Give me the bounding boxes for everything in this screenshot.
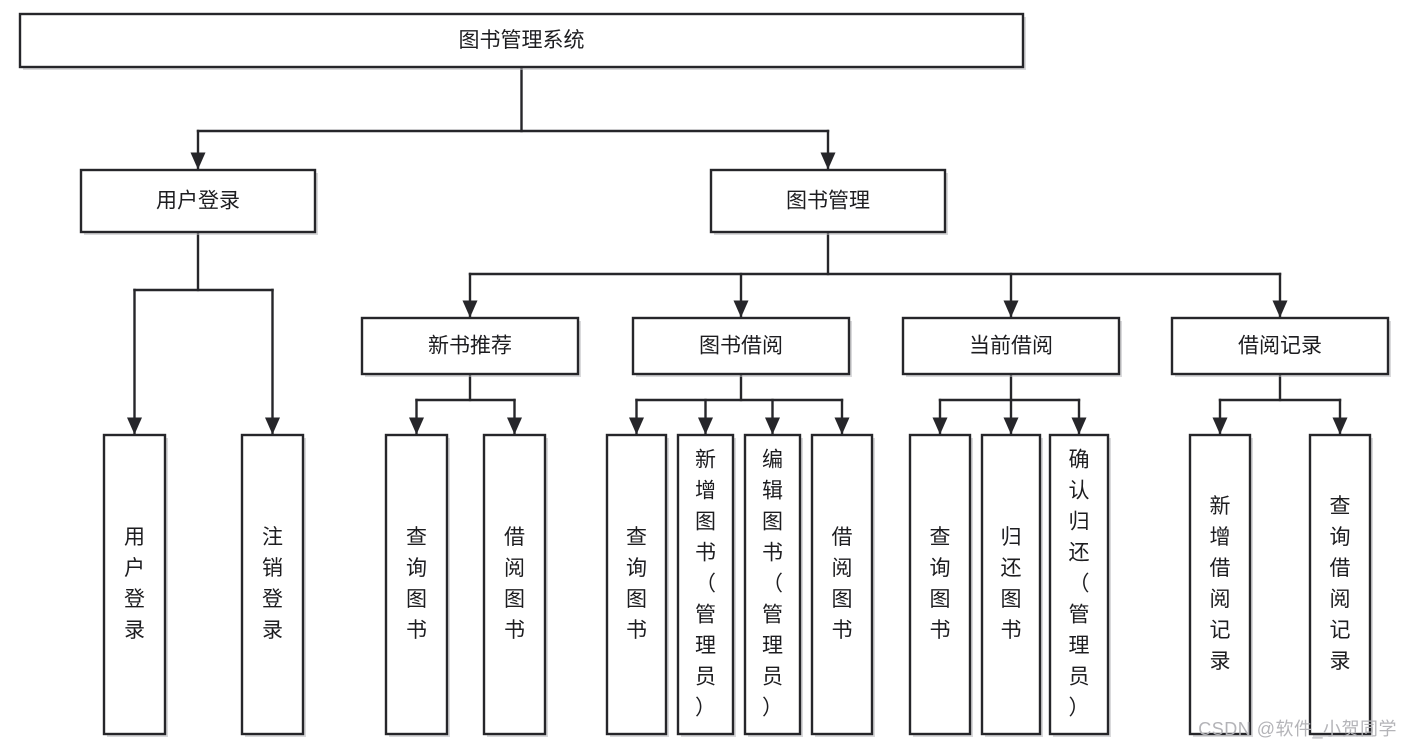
- node-box[interactable]: [384, 433, 449, 736]
- node-box[interactable]: [482, 433, 547, 736]
- node-label: 图书借阅: [699, 335, 783, 358]
- node-label: 查询借阅记录: [1330, 495, 1351, 673]
- node-label: 用户登录: [156, 190, 240, 213]
- node-query-book-1[interactable]: 查询图书: [384, 433, 450, 737]
- connector-arrow-icon: [1003, 417, 1019, 435]
- node-label: 图书管理系统: [459, 29, 585, 52]
- node-box[interactable]: [18, 12, 1025, 69]
- connector-arrow-icon: [629, 417, 644, 435]
- connector-arrow-icon: [820, 152, 836, 170]
- connector-arrow-icon: [1212, 417, 1228, 435]
- node-label: 归还图书: [1001, 526, 1022, 642]
- node-return-book[interactable]: 归还图书: [980, 433, 1043, 737]
- node-user-login-leaf[interactable]: 用户登录: [102, 433, 168, 737]
- connector-arrow-icon: [834, 417, 850, 435]
- connector-arrow-icon: [733, 300, 749, 318]
- node-box[interactable]: [901, 316, 1121, 376]
- node-box[interactable]: [240, 433, 305, 736]
- node-confirm-return[interactable]: 确认归还（管理员）: [1048, 433, 1111, 737]
- node-box[interactable]: [1170, 316, 1390, 376]
- node-label: 当前借阅: [969, 335, 1053, 358]
- node-book-manage[interactable]: 图书管理: [709, 168, 948, 235]
- node-box[interactable]: [980, 433, 1042, 736]
- node-box[interactable]: [79, 168, 317, 234]
- node-box[interactable]: [631, 316, 851, 376]
- node-label: 借阅记录: [1238, 335, 1322, 358]
- node-label: 新增图书（管理员）: [695, 448, 716, 719]
- node-new-book-recommend[interactable]: 新书推荐: [360, 316, 581, 377]
- node-box[interactable]: [676, 433, 735, 736]
- connector-arrow-icon: [1003, 300, 1019, 318]
- connector-arrow-icon: [1272, 300, 1288, 318]
- node-add-book[interactable]: 新增图书（管理员）: [676, 433, 736, 737]
- node-add-borrow-record[interactable]: 新增借阅记录: [1188, 433, 1253, 737]
- node-box[interactable]: [360, 316, 580, 376]
- node-book-borrow[interactable]: 图书借阅: [631, 316, 852, 377]
- connector-arrow-icon: [462, 300, 478, 318]
- node-borrow-book-2[interactable]: 借阅图书: [810, 433, 875, 737]
- node-label: 查询图书: [406, 526, 427, 642]
- connector-arrow-icon: [932, 417, 948, 435]
- connector-arrow-icon: [1071, 417, 1087, 435]
- node-box[interactable]: [743, 433, 802, 736]
- node-box[interactable]: [1308, 433, 1372, 736]
- node-box[interactable]: [810, 433, 874, 736]
- node-user-login[interactable]: 用户登录: [79, 168, 318, 235]
- node-label: 新书推荐: [428, 335, 512, 358]
- connector-arrow-icon: [698, 417, 713, 435]
- node-label: 用户登录: [124, 526, 145, 642]
- node-user-logout-leaf[interactable]: 注销登录: [240, 433, 306, 737]
- node-label: 新增借阅记录: [1210, 495, 1231, 673]
- node-current-borrow[interactable]: 当前借阅: [901, 316, 1122, 377]
- node-label: 编辑图书（管理员）: [762, 448, 783, 719]
- node-box[interactable]: [709, 168, 947, 234]
- node-box[interactable]: [908, 433, 972, 736]
- connector-arrow-icon: [507, 417, 522, 435]
- node-root[interactable]: 图书管理系统: [18, 12, 1026, 70]
- node-box[interactable]: [102, 433, 167, 736]
- connector-arrow-icon: [409, 417, 424, 435]
- connector-arrow-icon: [265, 417, 280, 435]
- node-box[interactable]: [605, 433, 668, 736]
- node-label: 图书管理: [786, 190, 870, 213]
- connector-arrow-icon: [190, 152, 206, 170]
- node-query-book-3[interactable]: 查询图书: [908, 433, 973, 737]
- csdn-watermark: CSDN @软件_小贺同学: [1198, 719, 1397, 739]
- node-edit-book[interactable]: 编辑图书（管理员）: [743, 433, 803, 737]
- connector-arrow-icon: [127, 417, 142, 435]
- node-label: 借阅图书: [504, 526, 525, 642]
- connector-arrow-icon: [1332, 417, 1348, 435]
- node-box[interactable]: [1188, 433, 1252, 736]
- node-borrow-book-1[interactable]: 借阅图书: [482, 433, 548, 737]
- node-borrow-record[interactable]: 借阅记录: [1170, 316, 1391, 377]
- node-query-book-2[interactable]: 查询图书: [605, 433, 669, 737]
- node-label: 注销登录: [262, 526, 283, 642]
- connector-arrow-icon: [765, 417, 780, 435]
- node-box[interactable]: [1048, 433, 1110, 736]
- node-label: 查询图书: [930, 526, 951, 642]
- node-label: 查询图书: [626, 526, 647, 642]
- node-label: 确认归还（管理员）: [1069, 448, 1090, 719]
- node-query-borrow-record[interactable]: 查询借阅记录: [1308, 433, 1373, 737]
- node-label: 借阅图书: [832, 526, 853, 642]
